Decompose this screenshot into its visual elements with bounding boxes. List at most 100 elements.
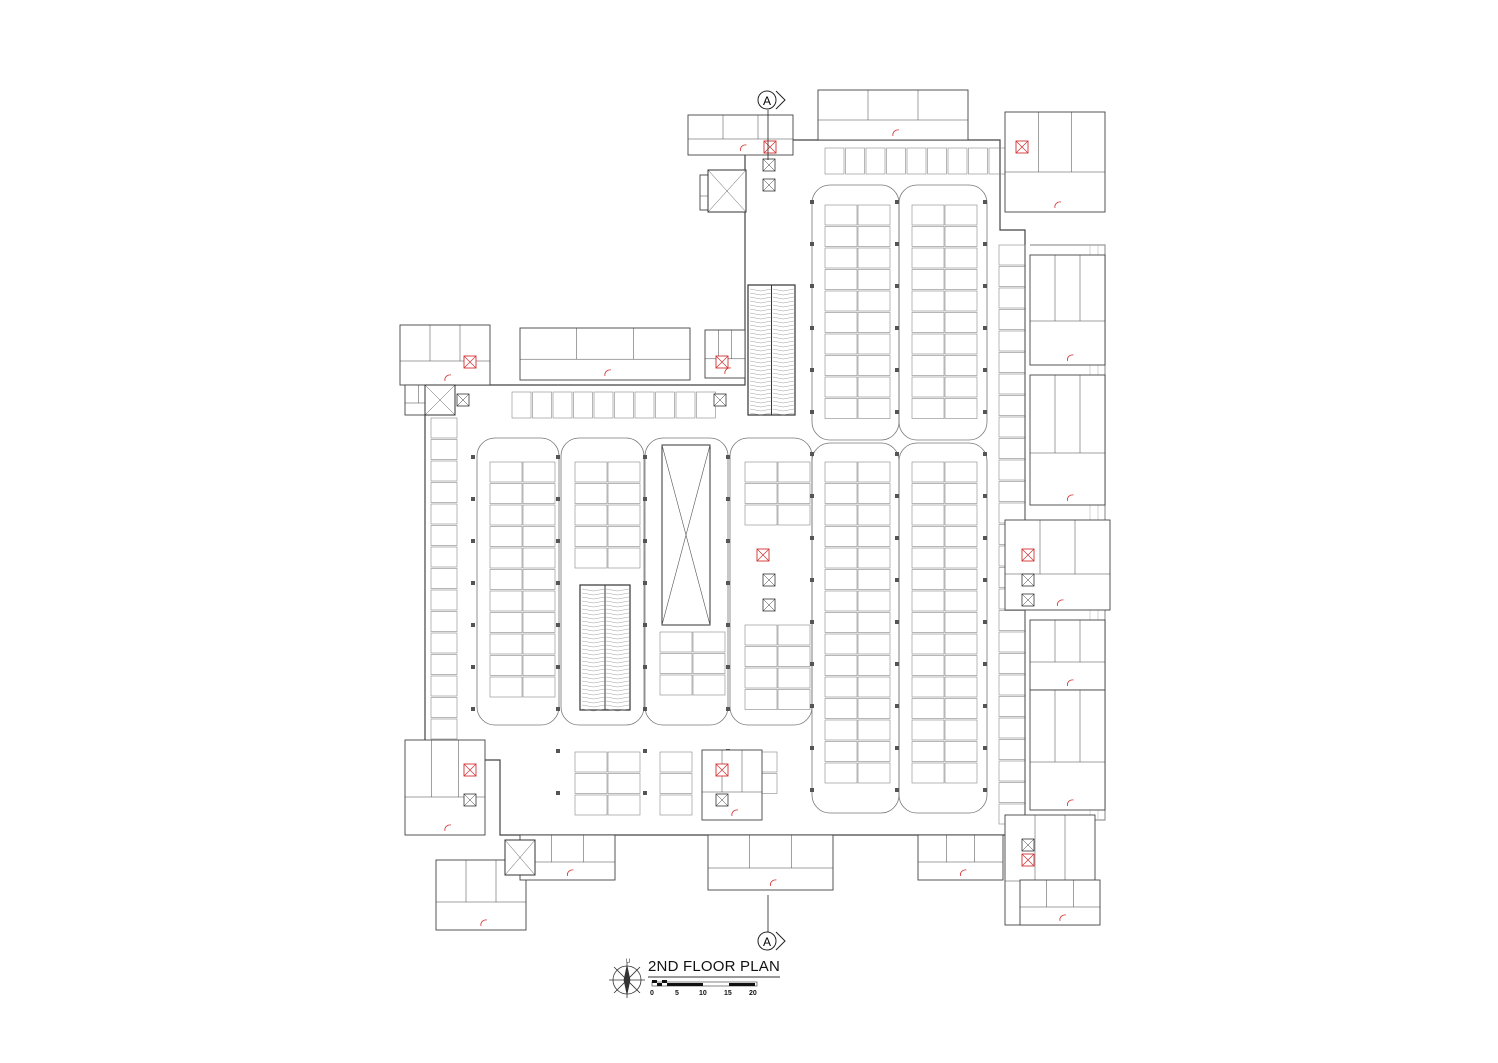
parking-stall xyxy=(911,612,945,633)
door-swing xyxy=(1067,354,1074,362)
lift-cross xyxy=(715,355,729,369)
lift-cross xyxy=(763,140,777,154)
ramp-hatch xyxy=(581,668,630,672)
parking-stall xyxy=(692,631,726,653)
parking-stall xyxy=(659,631,693,653)
parking-stall xyxy=(998,373,1026,395)
column xyxy=(983,452,987,456)
ramp-hatch xyxy=(581,660,630,664)
ramp-hatch xyxy=(749,404,795,408)
parking-stall xyxy=(998,330,1026,352)
parking-stall xyxy=(944,461,978,483)
parking-stall xyxy=(857,483,891,504)
parking-stall xyxy=(911,526,945,547)
parking-stall xyxy=(911,698,945,719)
parking-stall xyxy=(744,483,778,504)
door-swing xyxy=(731,809,739,817)
parking-stall xyxy=(744,624,778,646)
parking-stall xyxy=(824,698,858,719)
parking-stall xyxy=(824,655,858,676)
parking-stall xyxy=(696,391,716,419)
parking-stall xyxy=(944,376,978,398)
parking-stall xyxy=(489,526,523,547)
parking-stall xyxy=(489,676,523,698)
column xyxy=(895,200,899,204)
door-swing xyxy=(1054,201,1062,209)
column xyxy=(556,791,560,795)
parking-stall xyxy=(998,309,1026,330)
parking-stall xyxy=(522,483,556,504)
parking-stall xyxy=(911,719,945,741)
scale-label-20: 20 xyxy=(749,990,757,997)
parking-stall xyxy=(522,655,556,676)
parking-stall xyxy=(574,773,608,794)
lift-cross xyxy=(1021,853,1035,867)
ramp-hatch xyxy=(581,612,630,616)
parking-stall xyxy=(944,612,978,633)
apartment-unit xyxy=(707,834,834,891)
ramp-hatch xyxy=(581,588,630,592)
unit-partitions xyxy=(818,90,968,121)
parking-stall xyxy=(607,773,641,794)
parking-stall xyxy=(659,773,693,794)
ramp-hatch xyxy=(581,640,630,644)
column xyxy=(895,620,899,624)
parking-stall xyxy=(998,739,1026,760)
parking-stall xyxy=(824,204,858,226)
ramp-hatch xyxy=(749,328,795,332)
parking-stall xyxy=(777,483,811,504)
parking-stall xyxy=(998,459,1026,481)
parking-stall xyxy=(489,655,523,676)
parking-stall xyxy=(824,290,858,312)
ramp-hatch xyxy=(581,680,630,684)
parking-stall xyxy=(857,398,891,419)
parking-stall xyxy=(857,526,891,547)
column xyxy=(895,536,899,540)
apartment-unit xyxy=(1029,374,1106,506)
ramp-hatch xyxy=(581,664,630,668)
unit-partitions xyxy=(520,835,615,863)
ramp-hatch xyxy=(749,336,795,340)
unit-partitions xyxy=(520,328,690,360)
door-swing xyxy=(444,824,452,832)
parking-stall xyxy=(777,504,811,526)
parking-stall xyxy=(944,547,978,569)
column xyxy=(643,791,647,795)
parking-stall xyxy=(911,504,945,526)
parking-stall xyxy=(430,589,458,611)
column xyxy=(810,200,814,204)
parking-stall xyxy=(911,655,945,676)
parking-stall xyxy=(659,653,693,674)
column xyxy=(726,581,730,585)
ramp-hatch xyxy=(581,624,630,628)
parking-island xyxy=(476,437,560,726)
parking-stall xyxy=(522,461,556,483)
column xyxy=(810,662,814,666)
parking-stall xyxy=(944,590,978,612)
parking-island xyxy=(898,442,988,814)
parking-stall xyxy=(998,481,1026,502)
parking-stall xyxy=(430,632,458,654)
parking-stall xyxy=(659,674,693,696)
parking-stall xyxy=(489,547,523,569)
ramp-hatch xyxy=(749,308,795,312)
parking-stall xyxy=(845,147,865,175)
ramp-hatch xyxy=(581,616,630,620)
parking-stall xyxy=(430,417,458,439)
parking-stall xyxy=(675,391,696,419)
ramp-hatch xyxy=(581,628,630,632)
parking-stall xyxy=(927,147,947,175)
parking-stall xyxy=(911,247,945,269)
parking-stall xyxy=(911,398,945,419)
column xyxy=(643,707,647,711)
ramp-hatch xyxy=(749,412,795,416)
parking-stall xyxy=(998,416,1026,438)
parking-stall xyxy=(430,439,458,460)
parking-stall xyxy=(944,719,978,741)
parking-stall xyxy=(824,526,858,547)
parking-stall xyxy=(573,391,593,419)
lift-cross xyxy=(463,793,477,807)
parking-stall xyxy=(857,547,891,569)
ramp-hatch xyxy=(581,708,630,712)
column xyxy=(810,368,814,372)
